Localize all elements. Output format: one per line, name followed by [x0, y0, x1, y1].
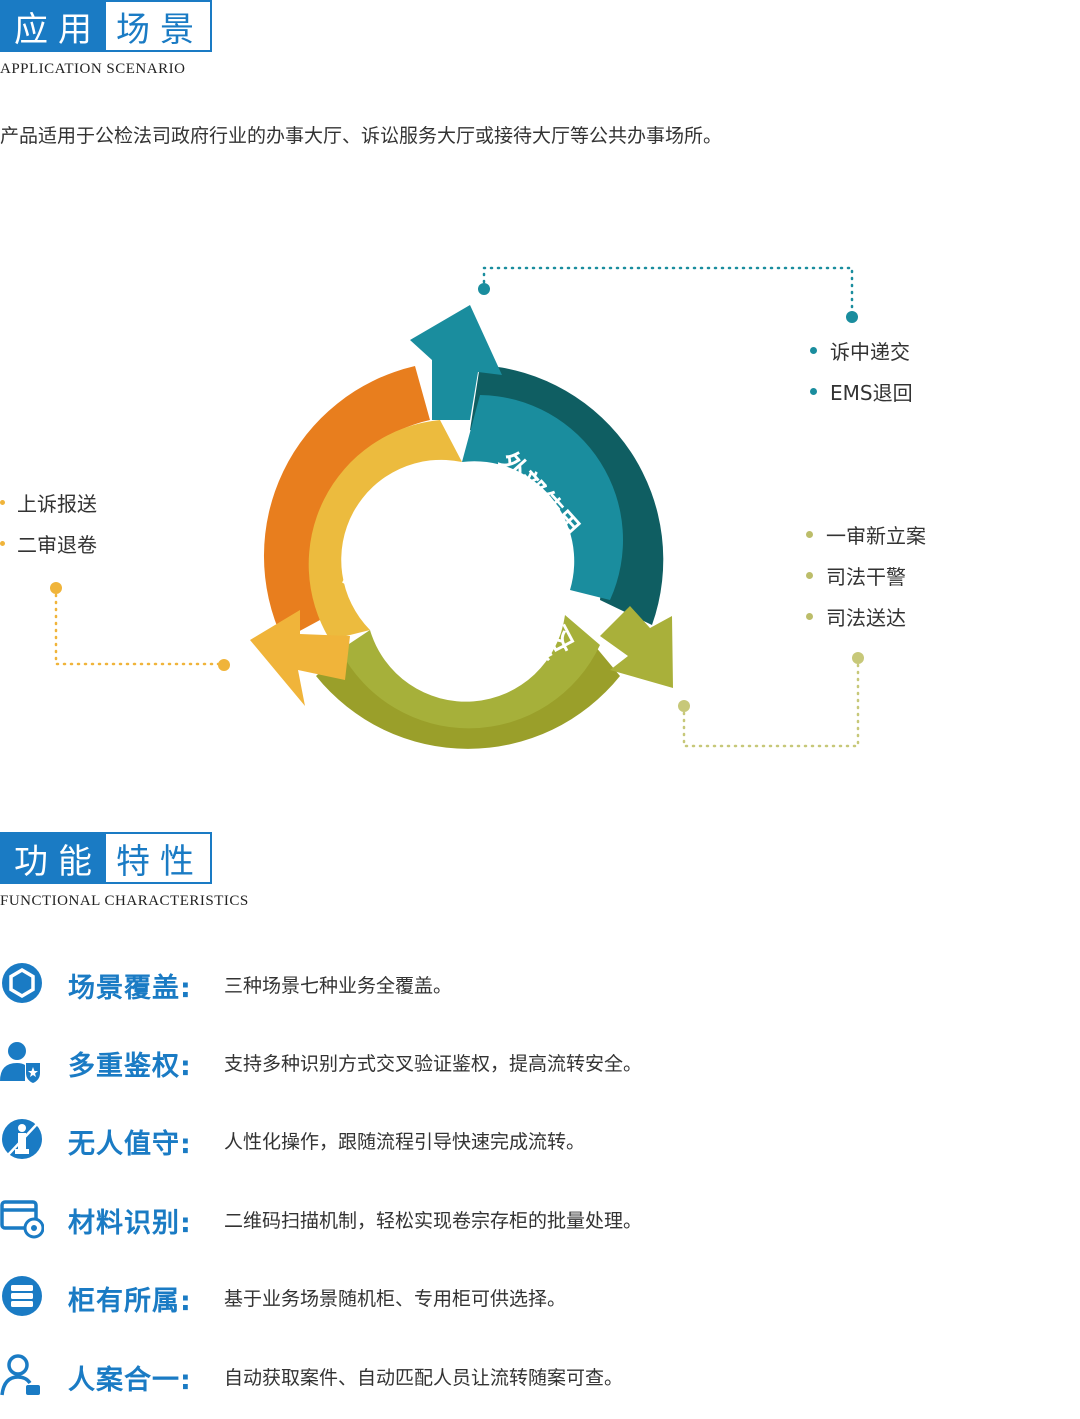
title-highlight: 功能 [2, 834, 106, 882]
feature-title: 多重鉴权: [68, 1051, 192, 1082]
user-shield-icon [0, 1042, 40, 1083]
feature-title: 人案合一: [68, 1365, 192, 1396]
ring-olive-inner [340, 615, 600, 729]
bullet-dot [806, 613, 813, 620]
list-cross: 上诉报送 二审退卷 [0, 482, 97, 564]
title-box: 功能 特性 [0, 832, 212, 884]
connector-dot [852, 652, 864, 664]
connector-dot [846, 311, 858, 323]
feature-title: 无人值守: [68, 1129, 192, 1160]
list-item-text: EMS退回 [830, 381, 913, 405]
section-title-application: 应用 场景 [0, 0, 212, 52]
card-scan-icon [0, 1200, 44, 1239]
bullet-dot [806, 531, 813, 538]
list-item: 一审新立案 [806, 514, 926, 555]
list-item-text: 司法送达 [826, 606, 906, 630]
connector-dot [678, 700, 690, 712]
hexagon-icon [2, 963, 42, 1003]
ring-center [373, 470, 563, 660]
list-item-text: 上诉报送 [17, 492, 97, 516]
feature-title: 柜有所属: [68, 1286, 192, 1317]
person-doc-icon [0, 1354, 40, 1396]
usage-cycle-diagram: 外部使用 跨域使用 内部使用 [50, 266, 864, 749]
title-highlight: 应用 [2, 2, 106, 50]
title-box: 应用 场景 [0, 0, 212, 52]
connector-dot [478, 283, 490, 295]
feature-desc: 自动获取案件、自动匹配人员让流转随案可查。 [224, 1367, 624, 1389]
title-rest: 特性 [106, 834, 210, 882]
section-title-features: 功能 特性 [0, 832, 212, 884]
feature-desc: 人性化操作，跟随流程引导快速完成流转。 [224, 1131, 586, 1153]
feature-desc: 基于业务场景随机柜、专用柜可供选择。 [224, 1288, 567, 1310]
list-internal: 一审新立案 司法干警 司法送达 [806, 514, 926, 637]
list-item: 二审退卷 [0, 523, 97, 564]
list-item: 司法干警 [806, 555, 926, 596]
list-item: EMS退回 [810, 371, 913, 412]
bullet-dot [810, 347, 817, 354]
list-item: 司法送达 [806, 596, 926, 637]
ring-teal-inner [462, 395, 624, 600]
connector-internal [682, 656, 860, 748]
feature-desc: 三种场景七种业务全覆盖。 [224, 975, 453, 997]
arrow-yellow [250, 610, 350, 706]
ring-yellow-inner [308, 420, 462, 640]
list-item-text: 二审退卷 [17, 533, 97, 557]
arrow-olive [600, 606, 673, 688]
connector-dot [50, 582, 62, 594]
bullet-dot [806, 572, 813, 579]
ring-orange-outer [263, 366, 430, 640]
connector-cross [54, 586, 226, 666]
list-item-text: 诉中递交 [830, 340, 910, 364]
connector-dot [218, 659, 230, 671]
feature-desc: 支持多种识别方式交叉验证鉴权，提高流转安全。 [224, 1053, 643, 1075]
bullet-dot [0, 500, 5, 505]
feature-desc: 二维码扫描机制，轻松实现卷宗存柜的批量处理。 [224, 1210, 643, 1232]
list-item-text: 司法干警 [826, 565, 906, 589]
list-item: 上诉报送 [0, 482, 97, 523]
list-item: 诉中递交 [810, 330, 913, 371]
ring-olive-outer [316, 640, 620, 749]
title-rest: 场景 [106, 2, 210, 50]
section-subtitle: FUNCTIONAL CHARACTERISTICS [0, 893, 249, 909]
list-external: 诉中递交 EMS退回 [810, 330, 913, 412]
person-ban-icon [2, 1119, 42, 1159]
connector-external [482, 266, 854, 318]
bullet-dot [0, 541, 5, 546]
feature-title: 材料识别: [68, 1208, 192, 1239]
section-subtitle: APPLICATION SCENARIO [0, 61, 186, 77]
bullet-dot [810, 388, 817, 395]
intro-text: 产品适用于公检法司政府行业的办事大厅、诉讼服务大厅或接待大厅等公共办事场所。 [0, 125, 723, 147]
server-icon [2, 1276, 42, 1316]
feature-title: 场景覆盖: [68, 973, 192, 1004]
list-item-text: 一审新立案 [826, 524, 926, 548]
arrow-teal [410, 305, 502, 420]
